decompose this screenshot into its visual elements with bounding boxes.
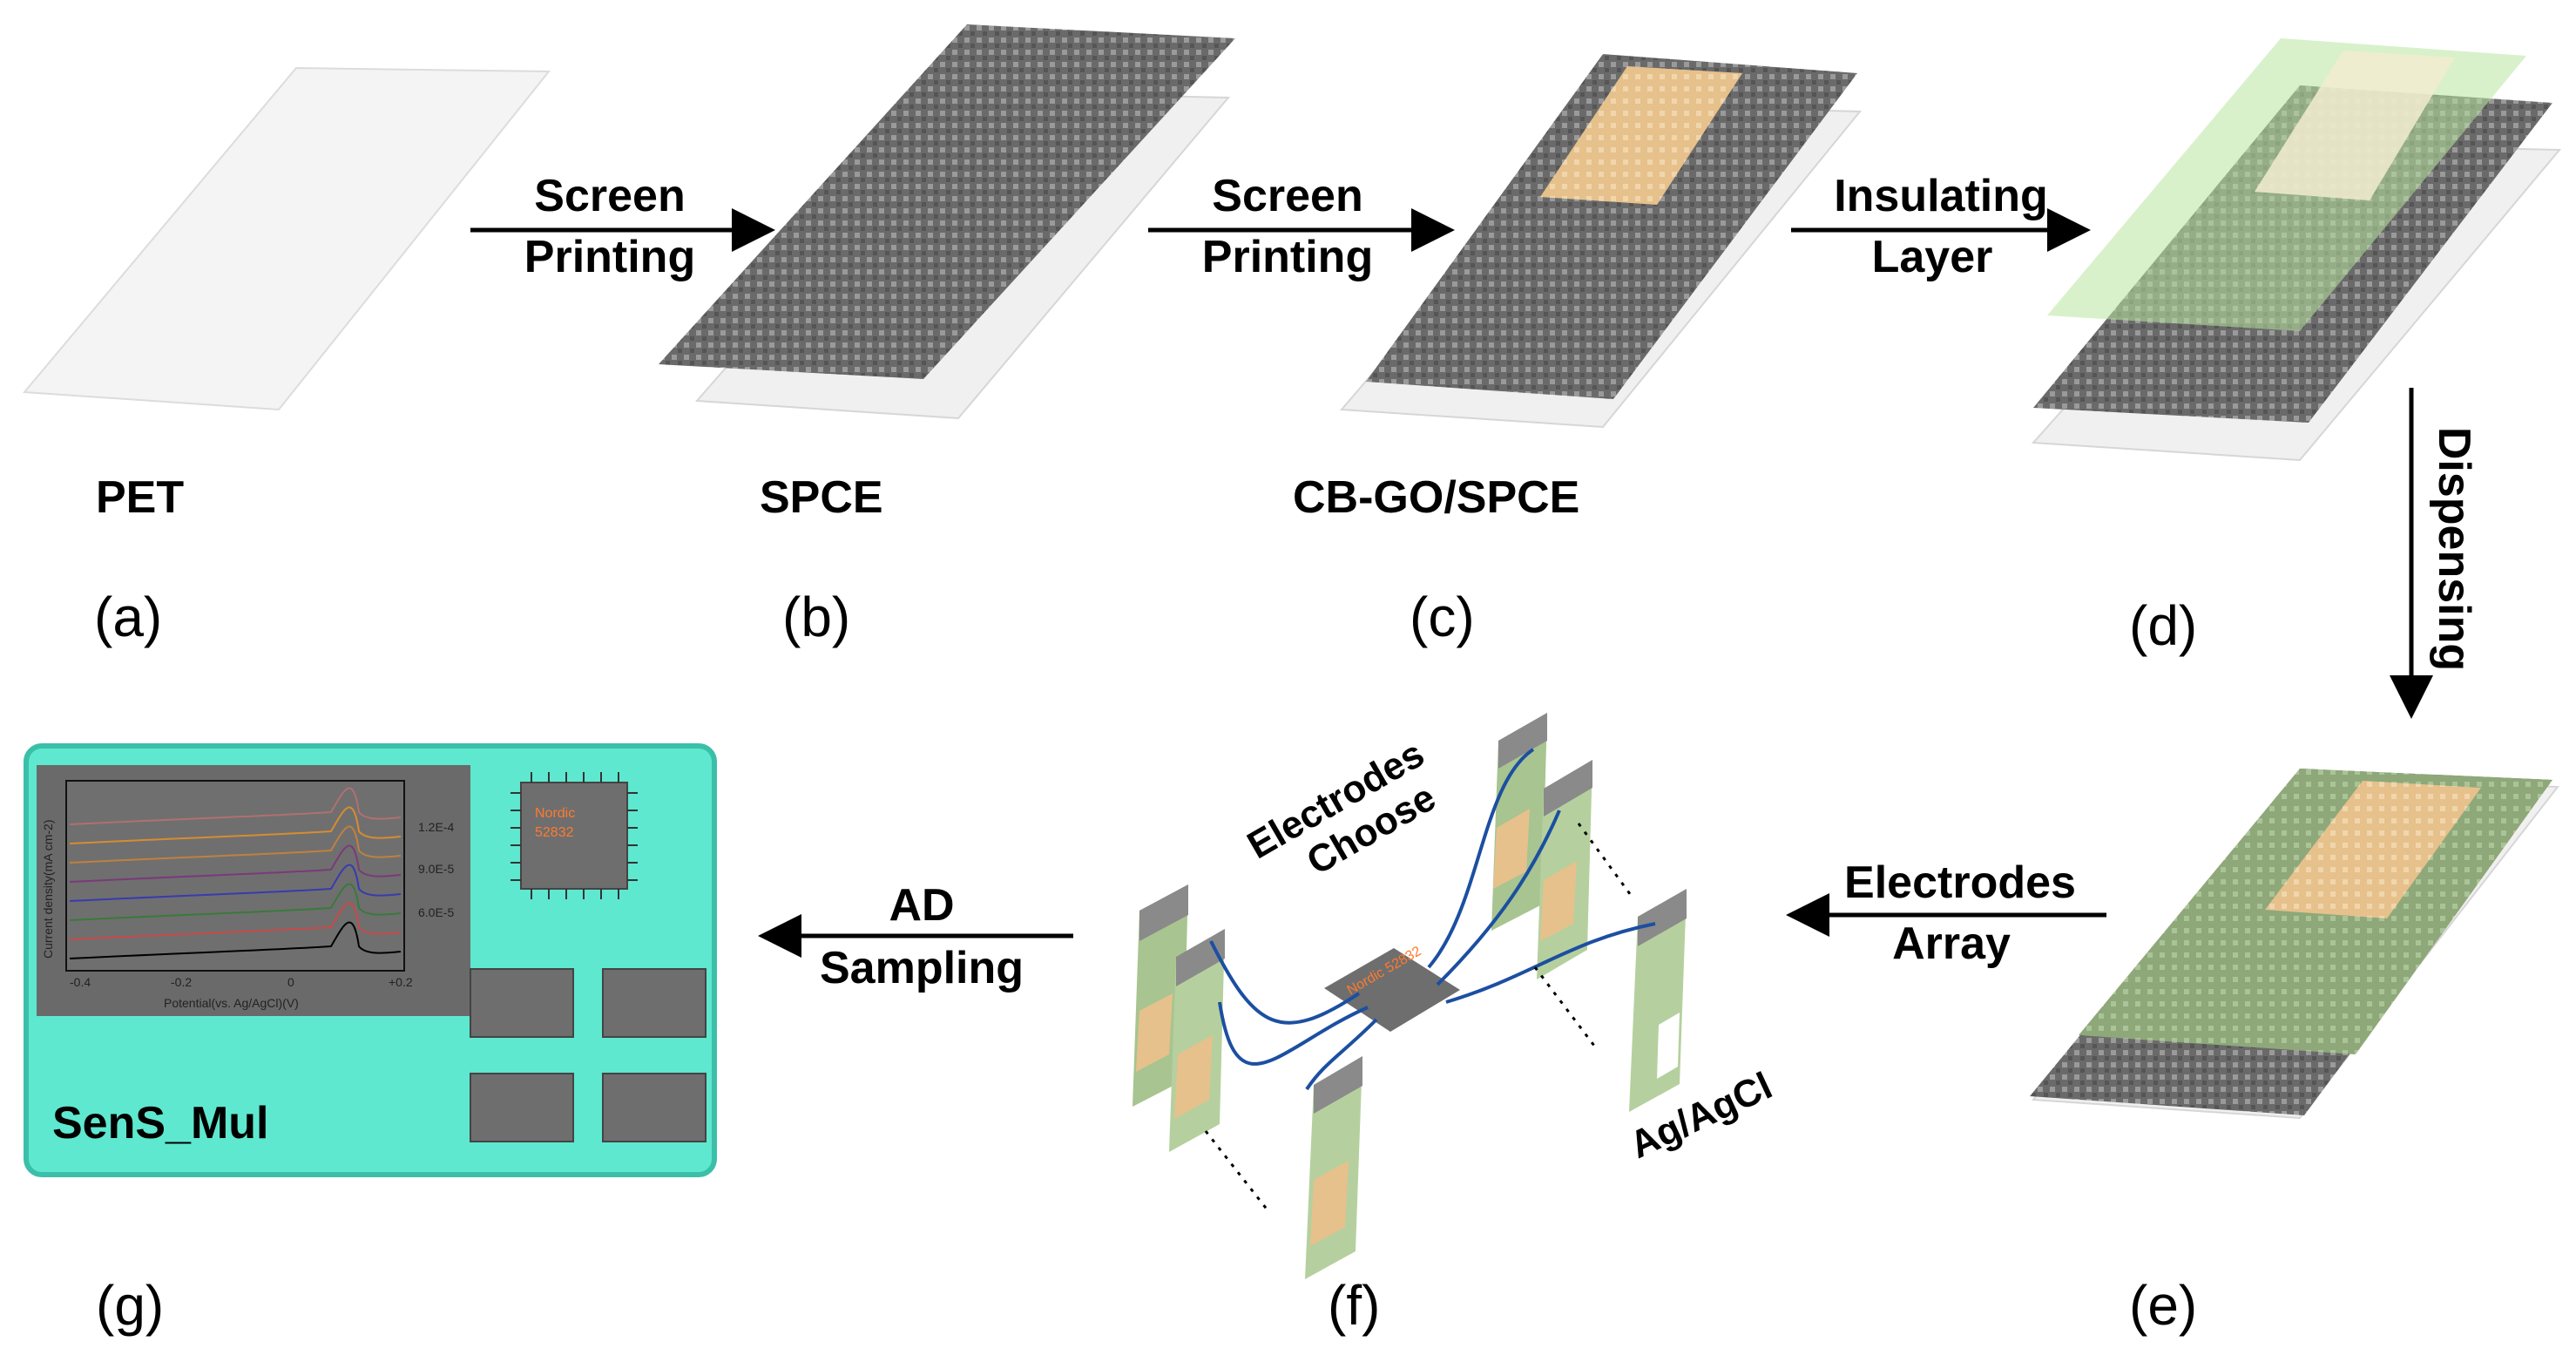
wire-f-2	[1218, 1001, 1369, 1066]
wire-f-3	[1305, 1018, 1378, 1091]
panel-g-letter: (g)	[96, 1274, 164, 1337]
arrow-ad-sampling: AD Sampling	[758, 880, 1073, 993]
device-pad-3	[470, 1073, 574, 1142]
cbgo-label: CB-GO/SPCE	[1293, 472, 1579, 523]
inset-xlabel: Potential(vs. Ag/AgCl)(V)	[164, 996, 299, 1010]
inset-curve	[69, 825, 402, 864]
device-pad-2	[602, 968, 707, 1038]
inset-curve	[69, 902, 402, 940]
inset-curve	[69, 787, 402, 825]
device-name: SenS_Mul	[52, 1098, 269, 1149]
spce-carbon-layer	[659, 24, 1235, 379]
electrode-f-ref-pad	[1657, 1013, 1680, 1079]
panel-f-letter: (f)	[1328, 1274, 1380, 1337]
inset-plot-area	[65, 780, 405, 972]
panel-f: Nordic 52832 Electrodes Choose Ag/AgCl (…	[1132, 713, 1778, 1337]
inset-xtick-3: 0	[287, 975, 294, 989]
device-chip-line1: Nordic	[535, 806, 575, 821]
panel-d: (d)	[2031, 38, 2562, 657]
inset-xtick-1: -0.4	[70, 975, 91, 989]
electrode-f-1-pad	[1493, 809, 1530, 889]
arrow-e-f-line2: Array	[1892, 918, 2011, 969]
electrode-f-2-pad	[1540, 861, 1577, 941]
inset-legend-1: 1.2E-4	[418, 820, 454, 834]
electrode-f-1-tip	[1498, 713, 1547, 769]
inset-curve	[69, 883, 402, 921]
dots-f-3	[1533, 966, 1596, 1047]
inset-curve	[69, 864, 402, 902]
inset-xtick-4: +0.2	[389, 975, 413, 989]
inset-xtick-2: -0.2	[171, 975, 192, 989]
panel-a-letter: (a)	[94, 586, 162, 648]
device-chip-pins	[510, 772, 638, 899]
inset-curve	[69, 921, 402, 959]
panel-e: (e)	[2030, 769, 2559, 1337]
electrode-f-5-tip	[1314, 1056, 1362, 1114]
arrow-a-b-line2: Printing	[524, 232, 695, 282]
chip-f	[1324, 948, 1460, 1032]
electrode-f-ref-tip	[1638, 889, 1687, 946]
panel-e-letter: (e)	[2129, 1274, 2197, 1337]
inset-legend-3: 6.0E-5	[418, 905, 454, 919]
electrode-f-5-pad	[1310, 1161, 1349, 1246]
arrow-f-g-line1: AD	[889, 880, 954, 931]
electrode-f-2-tip	[1544, 760, 1592, 817]
panel-a: PET (a)	[22, 66, 551, 648]
arrow-c-d-line1: Insulating	[1834, 171, 2048, 221]
device-pad-4	[602, 1073, 707, 1142]
arrow-d-e-line1: Dispensing	[2429, 427, 2479, 671]
dots-f-2	[1577, 823, 1634, 898]
arrow-screen-printing-1: Screen Printing	[470, 171, 775, 282]
wire-f-6	[1445, 922, 1656, 1004]
inset-ylabel: Current density(mA cm-2)	[41, 820, 55, 959]
panel-b: SPCE (b)	[659, 24, 1235, 648]
arrow-a-b-line1: Screen	[534, 171, 685, 221]
inset-curves	[69, 787, 402, 959]
panel-c-letter: (c)	[1410, 586, 1475, 648]
arrow-insulating-layer: Insulating Layer	[1791, 171, 2091, 282]
device-chip-line2: 52832	[535, 825, 574, 840]
dispensed-electrode-e	[2265, 781, 2481, 918]
arrow-screen-printing-2: Screen Printing	[1148, 171, 1455, 282]
spce-label: SPCE	[760, 472, 883, 523]
pet-sheet	[22, 66, 551, 411]
inset-legend-2: 9.0E-5	[418, 862, 454, 876]
arrow-b-c-line2: Printing	[1202, 232, 1373, 282]
panel-c: CB-GO/SPCE (c)	[1293, 54, 1863, 648]
cbgo-window-d	[2255, 51, 2455, 200]
arrow-electrodes-array: Electrodes Array	[1786, 857, 2106, 969]
dots-f-1	[1204, 1130, 1270, 1212]
electrode-f-3-pad	[1136, 993, 1173, 1072]
inset-curve	[69, 806, 402, 844]
electrode-f-4-pad	[1174, 1035, 1213, 1119]
cbgo-modified-area	[1540, 66, 1742, 205]
arrow-e-f-line1: Electrodes	[1844, 857, 2076, 908]
arrow-b-c-line1: Screen	[1212, 171, 1362, 221]
electrode-f-3-tip	[1139, 884, 1188, 941]
device-pad-1	[470, 968, 574, 1038]
wire-f-1	[1209, 940, 1361, 1025]
panel-g: Current density(mA cm-2) Potential(vs. A…	[24, 743, 717, 1337]
carbon-layer-c	[1366, 54, 1857, 399]
panel-d-letter: (d)	[2129, 594, 2197, 657]
arrow-c-d-line2: Layer	[1872, 232, 1993, 282]
inset-curve	[69, 844, 402, 883]
panel-b-letter: (b)	[782, 586, 850, 648]
arrow-dispensing: Dispensing	[2390, 388, 2479, 719]
device-chip	[520, 782, 628, 890]
arrow-f-g-line2: Sampling	[820, 943, 1024, 993]
wire-f-4	[1427, 748, 1535, 969]
wire-f-5	[1436, 810, 1561, 986]
pet-label: PET	[96, 472, 184, 523]
